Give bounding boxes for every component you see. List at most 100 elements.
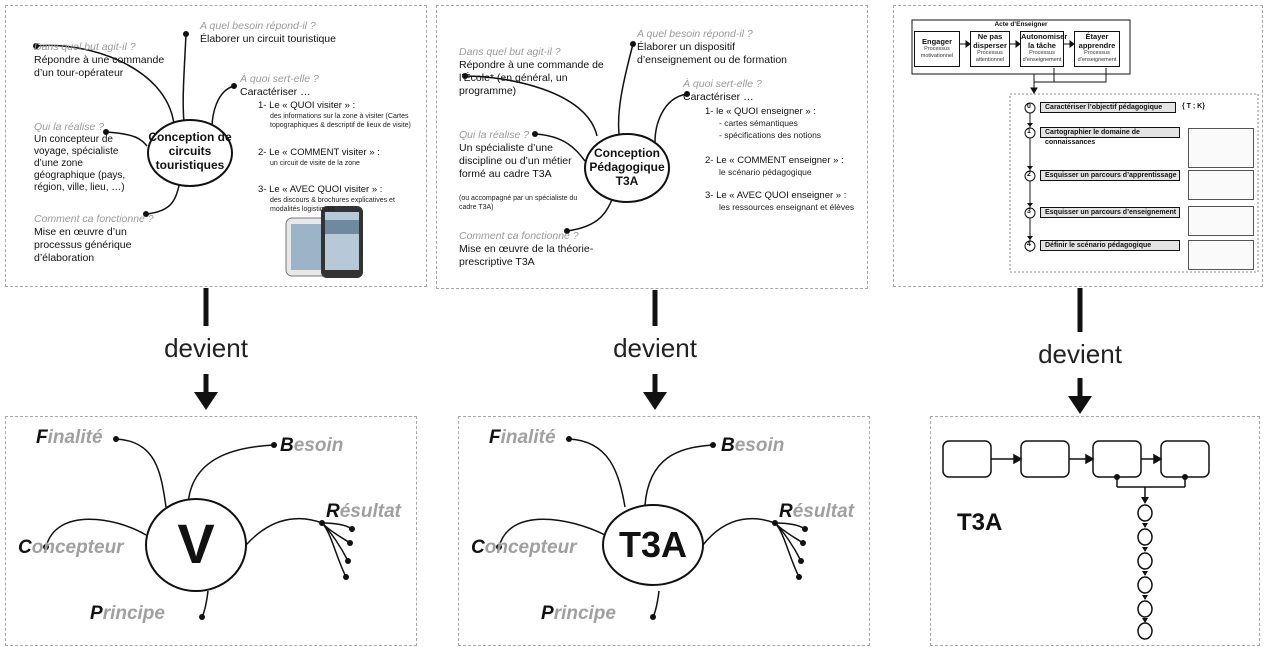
box-etayer-label: Étayer apprendre (1078, 32, 1116, 50)
besoin-rest: esoin (734, 435, 785, 456)
answer-sert: Caractériser … (683, 91, 754, 103)
step-4-num: 4 (1027, 241, 1031, 248)
label-principe: Principe (541, 603, 616, 625)
besoin-initial: B (280, 435, 294, 456)
phone-illustration (285, 206, 363, 278)
answer-besoin: Élaborer un dispositif d’enseignement ou… (637, 41, 788, 66)
answer-comment: Mise en œuvre d’un processus générique d… (34, 226, 132, 264)
panel-acte-enseigner: Acte d’Enseigner Engager Processus motiv… (893, 5, 1263, 287)
question-but: Dans quel but agit-il ? (459, 46, 561, 58)
principe-rest: rincipe (553, 603, 616, 624)
question-besoin: A quel besoin répond-il ? (637, 28, 753, 40)
answer-qui-note: (ou accompagné par un spécialiste du cad… (459, 195, 578, 211)
panel-circuits-touristiques: Conception de circuits touristiques Dans… (5, 5, 427, 287)
question-but: Dans quel but agit-il ? (34, 41, 136, 53)
bottom1-connectors (43, 436, 355, 620)
label-finalite: Finalité (489, 427, 556, 449)
box-autonomiser-sub: Processus d’enseignement (1022, 50, 1062, 63)
label-concepteur: Concepteur (471, 537, 577, 559)
principe-initial: P (90, 603, 103, 624)
devient-label-1: devient (164, 333, 248, 363)
concepteur-rest: oncepteur (31, 537, 124, 558)
label-besoin: Besoin (721, 435, 784, 457)
bottom2-center: T3A (618, 524, 687, 565)
bottom3-process-diagram (942, 440, 1210, 640)
item-quoi-detail: des informations sur la zone à visiter (… (270, 113, 411, 129)
panel2-center-title: Conception Pédagogique T3A (589, 146, 665, 188)
label-concepteur: Concepteur (18, 537, 124, 559)
concepteur-rest: oncepteur (484, 537, 577, 558)
box-ne-pas-disperser-label: Ne pas disperser (973, 32, 1007, 50)
item-comment: 2- Le « COMMENT visiter » : (258, 147, 380, 158)
resultat-initial: R (326, 501, 340, 522)
concepteur-initial: C (18, 537, 32, 558)
box-autonomiser: Autonomiser la tâche Processus d’enseign… (1020, 31, 1068, 67)
item-quoi: 1- Le « QUOI visiter » : (258, 100, 356, 111)
thumb-scenario (1188, 240, 1254, 270)
box-engager-sub: Processus motivationnel (920, 46, 954, 59)
item-avec-quoi: 3- Le « AVEC QUOI visiter » : (258, 184, 383, 195)
principe-initial: P (541, 603, 554, 624)
step-3: Esquisser un parcours d’enseignement (1040, 207, 1180, 218)
answer-qui: Un concepteur de voyage, spécialiste d’u… (34, 134, 126, 193)
answer-qui: Un spécialiste d’une discipline ou d’un … (459, 142, 572, 180)
answer-comment: Mise en œuvre de la théorie-prescriptive… (459, 243, 594, 268)
concepteur-initial: C (471, 537, 485, 558)
answer-sert: Caractériser … (240, 86, 311, 98)
item-quoi-specs: - spécifications des notions (719, 130, 822, 140)
panel-conception-pedagogique: Conception Pédagogique T3A Dans quel but… (436, 5, 868, 289)
bottom2-connectors (496, 436, 808, 620)
panel1-center-title: Conception de circuits touristiques (148, 130, 232, 172)
resultat-rest: ésultat (792, 501, 854, 522)
panel-modele-v: V Finalité Besoin Résultat Concepteur Pr… (5, 416, 417, 646)
box-ne-pas-disperser-sub: Processus attentionnel (975, 50, 1005, 63)
box-engager: Engager Processus motivationnel (914, 31, 960, 67)
item-quoi: 1- le « QUOI enseigner » : (705, 106, 816, 117)
step-1: Cartographier le domaine de connaissance… (1040, 127, 1180, 146)
panel-modele-t3a: T3A Finalité Besoin Résultat Concepteur … (458, 416, 870, 646)
resultat-initial: R (779, 501, 793, 522)
step-4: Définir le scénario pédagogique (1040, 240, 1180, 251)
step-3-num: 3 (1027, 208, 1031, 215)
question-besoin: A quel besoin répond-il ? (200, 20, 316, 32)
box-etayer: Étayer apprendre Processus d’enseignemen… (1074, 31, 1120, 67)
question-qui: Qui la réalise ? (34, 121, 105, 133)
label-finalite: Finalité (36, 427, 103, 449)
item-comment: 2- Le « COMMENT enseigner » : (705, 155, 844, 166)
devient-label-3: devient (1038, 339, 1122, 369)
item-comment-detail: le scénario pédagogique (719, 167, 812, 177)
question-comment: Comment ca fonctionne ? (459, 230, 579, 242)
step-1-num: 1 (1027, 128, 1031, 135)
finalite-rest: inalité (500, 427, 556, 448)
bottom1-center: V (177, 512, 215, 575)
thumb-parcours-enseignement (1188, 206, 1254, 236)
principe-rest: rincipe (102, 603, 165, 624)
besoin-initial: B (721, 435, 735, 456)
item-avec-quoi: 3- Le « AVEC QUOI enseigner » : (705, 190, 847, 201)
item-avec-quoi-detail: des discours & brochures explicatives et… (270, 197, 395, 213)
step-2-num: 2 (1027, 171, 1031, 178)
question-comment: Comment ca fonctionne ? (34, 213, 154, 225)
besoin-rest: esoin (293, 435, 344, 456)
panel-processus-t3a: T3A (930, 416, 1260, 646)
acte-title: Acte d’Enseigner (994, 21, 1048, 28)
label-resultat: Résultat (326, 501, 401, 523)
question-sert: À quoi sert-elle ? (240, 73, 319, 85)
box-ne-pas-disperser: Ne pas disperser Processus attentionnel (970, 31, 1010, 67)
step-0: Caractériser l’objectif pédagogique (1040, 102, 1176, 113)
answer-but: Répondre à une commande d’un tour-opérat… (34, 54, 165, 79)
finalite-initial: F (36, 427, 48, 448)
item-avec-quoi-detail: les ressources enseignant et élèves (719, 202, 855, 212)
box-etayer-sub: Processus d’enseignement (1077, 50, 1117, 63)
devient-label-2: devient (613, 333, 697, 363)
thumb-carte-connaissances (1188, 128, 1254, 168)
item-comment-detail: un circuit de visite de la zone (270, 160, 360, 167)
resultat-rest: ésultat (339, 501, 401, 522)
panel2-connectors (462, 41, 690, 234)
step-2: Esquisser un parcours d’apprentissage (1040, 170, 1180, 181)
finalite-rest: inalité (47, 427, 103, 448)
thumb-parcours-apprentissage (1188, 170, 1254, 200)
answer-but: Répondre à une commande de l’École* (en … (459, 59, 604, 97)
box-autonomiser-label: Autonomiser la tâche (1021, 32, 1068, 50)
step-0-num: 0 (1027, 103, 1031, 110)
